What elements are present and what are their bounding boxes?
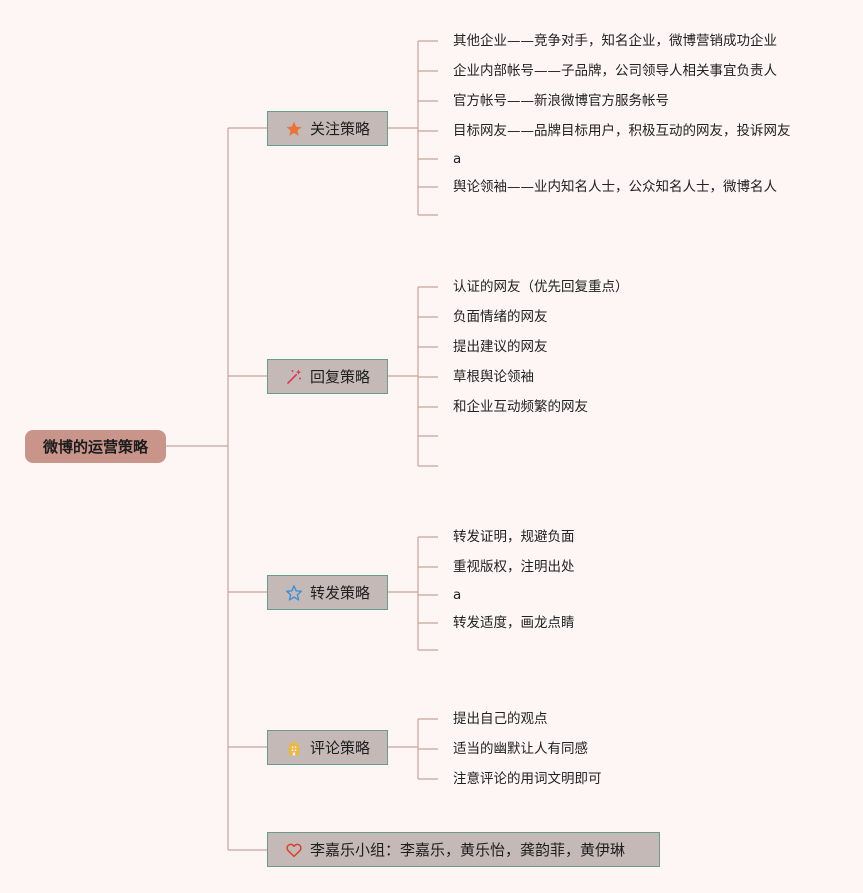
leaf-item: 官方帐号——新浪微博官方服务帐号 — [453, 93, 669, 109]
branch-team-members[interactable]: 李嘉乐小组：李嘉乐，黄乐怡，龚韵菲，黄伊琳 — [267, 832, 660, 867]
root-node[interactable]: 微博的运营策略 — [25, 430, 166, 463]
star-filled-icon — [284, 119, 304, 139]
leaf-item: 舆论领袖——业内知名人士，公众知名人士，微博名人 — [453, 179, 777, 195]
branch-reply-strategy[interactable]: 回复策略 — [267, 359, 388, 394]
root-label: 微博的运营策略 — [42, 438, 148, 456]
leaf-item: 注意评论的用词文明即可 — [453, 771, 602, 787]
leaf-item: 提出自己的观点 — [453, 711, 548, 727]
leaf-item: 其他企业——竞争对手，知名企业，微博营销成功企业 — [453, 33, 777, 49]
building-icon — [284, 738, 304, 758]
leaf-item: 企业内部帐号——子品牌，公司领导人相关事宜负责人 — [453, 63, 777, 79]
branch-follow-strategy[interactable]: 关注策略 — [267, 111, 388, 146]
branch-label: 转发策略 — [310, 584, 371, 602]
branch-label: 回复策略 — [310, 368, 371, 386]
leaf-item: a — [453, 151, 462, 167]
leaf-item: 草根舆论领袖 — [453, 369, 534, 385]
branch-label: 评论策略 — [310, 739, 371, 757]
branch-label: 李嘉乐小组：李嘉乐，黄乐怡，龚韵菲，黄伊琳 — [310, 841, 626, 859]
branch-label: 关注策略 — [310, 120, 371, 138]
leaf-item: a — [453, 587, 462, 603]
leaf-item: 适当的幽默让人有同感 — [453, 741, 588, 757]
leaf-item: 转发证明，规避负面 — [453, 529, 575, 545]
branch-repost-strategy[interactable]: 转发策略 — [267, 575, 388, 610]
leaf-item: 目标网友——品牌目标用户，积极互动的网友，投诉网友 — [453, 123, 791, 139]
leaf-item: 转发适度，画龙点睛 — [453, 615, 575, 631]
magic-wand-icon — [284, 367, 304, 387]
leaf-item: 认证的网友（优先回复重点） — [453, 279, 629, 295]
leaf-item: 提出建议的网友 — [453, 339, 548, 355]
star-outline-icon — [284, 583, 304, 603]
leaf-item: 和企业互动频繁的网友 — [453, 399, 588, 415]
heart-outline-icon — [284, 840, 304, 860]
branch-comment-strategy[interactable]: 评论策略 — [267, 730, 388, 765]
leaf-item: 负面情绪的网友 — [453, 309, 548, 325]
leaf-item: 重视版权，注明出处 — [453, 559, 575, 575]
